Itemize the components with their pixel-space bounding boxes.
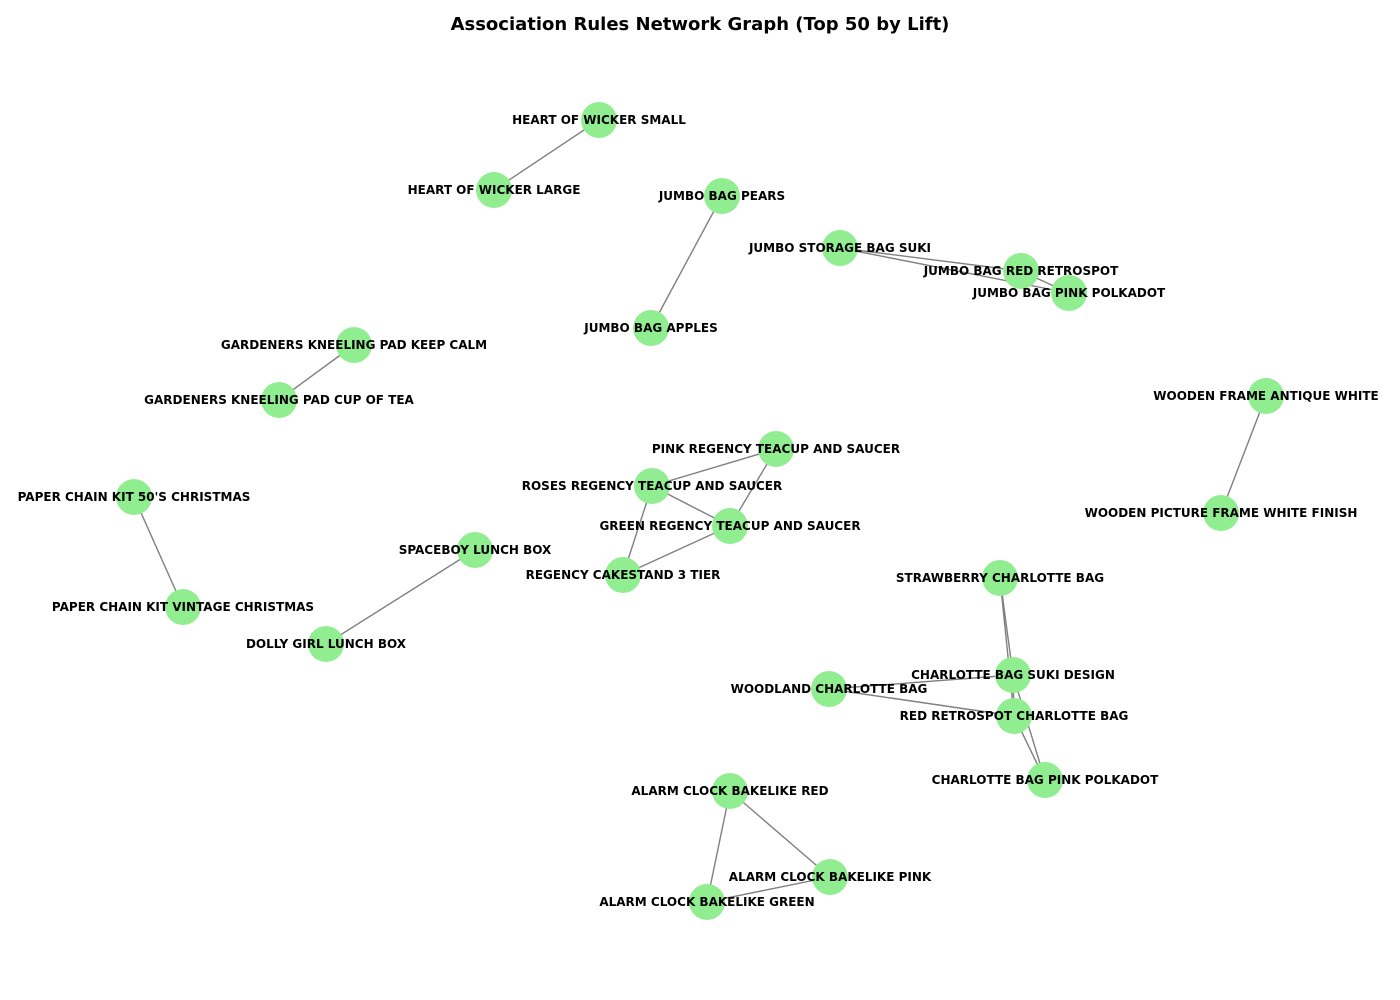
node-alarm-clock-bakelike-red [712,773,748,809]
node-label-paper-chain-kit-50-s-christmas: PAPER CHAIN KIT 50'S CHRISTMAS [18,490,251,504]
node-label-strawberry-charlotte-bag: STRAWBERRY CHARLOTTE BAG [896,571,1104,585]
node-gardeners-kneeling-pad-cup-of-tea [261,382,297,418]
node-wooden-picture-frame-white-finish [1203,495,1239,531]
edge-paper-chain-kit-50-s-christmas-to-paper-chain-kit-vintage-christmas [133,496,184,608]
edge-woodland-charlotte-bag-to-red-retrospot-charlotte-bag [828,688,1015,717]
edge-alarm-clock-bakelike-red-to-alarm-clock-bakelike-green [706,790,731,903]
node-label-alarm-clock-bakelike-red: ALARM CLOCK BAKELIKE RED [631,784,828,798]
node-jumbo-bag-apples [633,310,669,346]
node-jumbo-bag-pink-polkadot [1051,275,1087,311]
node-spaceboy-lunch-box [457,532,493,568]
node-label-alarm-clock-bakelike-green: ALARM CLOCK BAKELIKE GREEN [599,895,814,909]
node-label-red-retrospot-charlotte-bag: RED RETROSPOT CHARLOTTE BAG [900,709,1129,723]
node-label-gardeners-kneeling-pad-keep-calm: GARDENERS KNEELING PAD KEEP CALM [221,338,487,352]
node-gardeners-kneeling-pad-keep-calm [336,327,372,363]
node-alarm-clock-bakelike-pink [812,859,848,895]
node-wooden-frame-antique-white [1248,378,1284,414]
node-paper-chain-kit-50-s-christmas [116,479,152,515]
node-label-paper-chain-kit-vintage-christmas: PAPER CHAIN KIT VINTAGE CHRISTMAS [52,600,314,614]
node-label-gardeners-kneeling-pad-cup-of-tea: GARDENERS KNEELING PAD CUP OF TEA [144,393,414,407]
node-label-heart-of-wicker-small: HEART OF WICKER SMALL [512,113,686,127]
nodes-layer [116,102,1284,920]
edge-strawberry-charlotte-bag-to-red-retrospot-charlotte-bag [999,577,1015,717]
node-label-spaceboy-lunch-box: SPACEBOY LUNCH BOX [399,543,552,557]
node-label-pink-regency-teacup-and-saucer: PINK REGENCY TEACUP AND SAUCER [652,442,900,456]
edge-jumbo-storage-bag-suki-to-jumbo-bag-red-retrospot [839,247,1022,272]
edge-roses-regency-teacup-and-saucer-to-pink-regency-teacup-and-saucer [651,448,777,487]
node-alarm-clock-bakelike-green [689,884,725,920]
node-roses-regency-teacup-and-saucer [634,468,670,504]
edge-regency-cakestand-3-tier-to-green-regency-teacup-and-saucer [622,525,731,576]
node-paper-chain-kit-vintage-christmas [165,589,201,625]
node-pink-regency-teacup-and-saucer [758,431,794,467]
node-label-roses-regency-teacup-and-saucer: ROSES REGENCY TEACUP AND SAUCER [522,479,783,493]
node-woodland-charlotte-bag [811,671,847,707]
node-label-heart-of-wicker-large: HEART OF WICKER LARGE [408,183,581,197]
node-label-jumbo-bag-pears: JUMBO BAG PEARS [658,189,785,203]
node-label-charlotte-bag-suki-design: CHARLOTTE BAG SUKI DESIGN [911,668,1115,682]
node-regency-cakestand-3-tier [605,557,641,593]
edge-charlotte-bag-suki-design-to-charlotte-bag-pink-polkadot [1012,674,1046,781]
edge-alarm-clock-bakelike-green-to-alarm-clock-bakelike-pink [706,876,831,903]
node-jumbo-bag-red-retrospot [1003,253,1039,289]
node-charlotte-bag-suki-design [995,657,1031,693]
node-strawberry-charlotte-bag [982,560,1018,596]
node-heart-of-wicker-large [476,172,512,208]
edge-dolly-girl-lunch-box-to-spaceboy-lunch-box [325,549,476,645]
node-dolly-girl-lunch-box [308,626,344,662]
node-heart-of-wicker-small [581,102,617,138]
node-label-charlotte-bag-pink-polkadot: CHARLOTTE BAG PINK POLKADOT [932,773,1159,787]
node-green-regency-teacup-and-saucer [712,508,748,544]
edge-jumbo-bag-apples-to-jumbo-bag-pears [650,195,723,329]
node-label-jumbo-storage-bag-suki: JUMBO STORAGE BAG SUKI [748,241,931,255]
node-label-jumbo-bag-pink-polkadot: JUMBO BAG PINK POLKADOT [972,286,1166,300]
node-label-regency-cakestand-3-tier: REGENCY CAKESTAND 3 TIER [526,568,721,582]
labels-layer: HEART OF WICKER SMALL HEART OF WICKER LAR… [18,113,1379,909]
node-charlotte-bag-pink-polkadot [1027,762,1063,798]
node-label-jumbo-bag-red-retrospot: JUMBO BAG RED RETROSPOT [923,264,1119,278]
node-red-retrospot-charlotte-bag [996,698,1032,734]
node-label-wooden-frame-antique-white: WOODEN FRAME ANTIQUE WHITE [1153,389,1379,403]
node-jumbo-storage-bag-suki [822,230,858,266]
edge-woodland-charlotte-bag-to-charlotte-bag-suki-design [828,674,1014,690]
node-label-dolly-girl-lunch-box: DOLLY GIRL LUNCH BOX [246,637,407,651]
edge-wooden-frame-antique-white-to-wooden-picture-frame-white-finish [1220,395,1267,514]
node-label-jumbo-bag-apples: JUMBO BAG APPLES [583,321,718,335]
edge-alarm-clock-bakelike-red-to-alarm-clock-bakelike-pink [729,790,831,878]
node-label-wooden-picture-frame-white-finish: WOODEN PICTURE FRAME WHITE FINISH [1085,506,1358,520]
node-label-green-regency-teacup-and-saucer: GREEN REGENCY TEACUP AND SAUCER [599,519,860,533]
graph-title: Association Rules Network Graph (Top 50 … [451,14,950,35]
node-label-woodland-charlotte-bag: WOODLAND CHARLOTTE BAG [731,682,928,696]
edge-heart-of-wicker-large-to-heart-of-wicker-small [493,119,600,191]
node-jumbo-bag-pears [704,178,740,214]
node-label-alarm-clock-bakelike-pink: ALARM CLOCK BAKELIKE PINK [729,870,932,884]
